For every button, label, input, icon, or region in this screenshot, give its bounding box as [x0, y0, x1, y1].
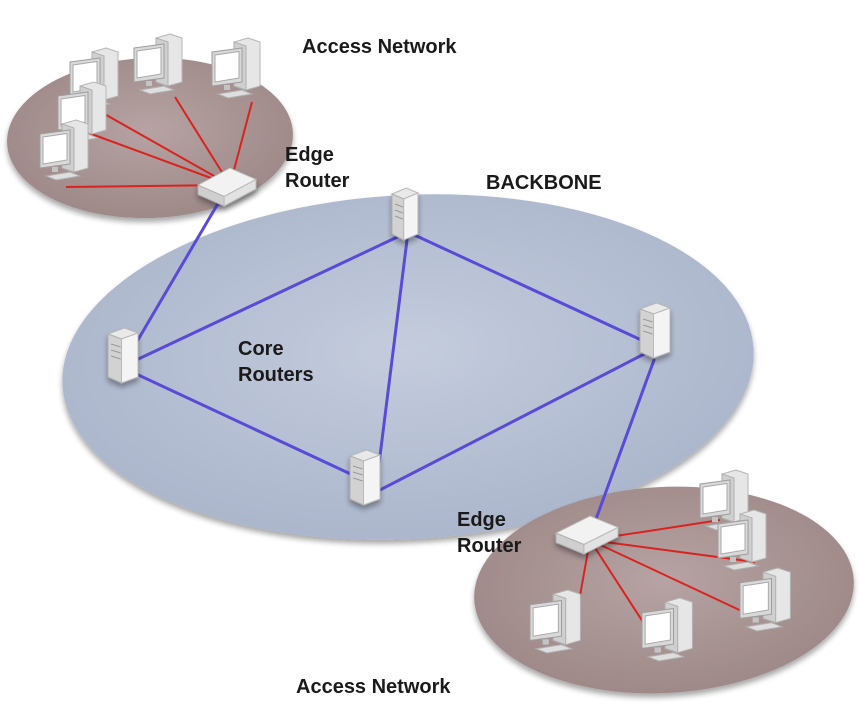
- edge-router-label-bottom: Edge Router: [457, 507, 521, 559]
- core-router-left: [106, 327, 140, 384]
- access-network-label-bottom: Access Network: [296, 676, 451, 698]
- edge-router-label-top-line1: Edge: [285, 144, 334, 166]
- host-bottom-2: [717, 509, 767, 571]
- host-bottom-5: [529, 589, 581, 654]
- host-bottom-4: [641, 597, 693, 662]
- edge-router-bottom: [554, 515, 620, 555]
- host-top-4: [57, 81, 107, 143]
- link-core-bottom-to-core-right: [374, 348, 654, 494]
- core-router-right: [638, 302, 672, 359]
- core-routers-label-line1: Core: [238, 338, 284, 360]
- core-router-top: [390, 187, 420, 241]
- core-routers-label-line2: Routers: [238, 364, 314, 386]
- host-top-2: [133, 33, 183, 95]
- host-top-5: [39, 119, 89, 181]
- edge-router-label-bottom-line2: Router: [457, 535, 522, 557]
- core-router-bottom: [348, 449, 382, 506]
- backbone-links: [130, 198, 656, 532]
- host-top-3: [211, 37, 261, 99]
- core-routers-label: Core Routers: [238, 336, 314, 388]
- host-bottom-3: [739, 567, 791, 632]
- edge-router-label-top: Edge Router: [285, 142, 349, 194]
- devices-layer: [39, 33, 791, 662]
- link-core-left-to-core-bottom: [130, 370, 374, 486]
- link-edge-top-to-core-left: [130, 198, 222, 352]
- link-core-top-to-core-right: [406, 230, 654, 347]
- host-bottom-1: [699, 469, 749, 531]
- edge-router-label-top-line2: Router: [285, 170, 350, 192]
- access-network-label-top: Access Network: [302, 36, 457, 58]
- link-core-right-to-edge-bottom: [590, 358, 656, 532]
- link-core-top-to-core-left: [130, 230, 410, 364]
- edge-router-top: [196, 167, 258, 207]
- backbone-platform: [62, 194, 754, 540]
- link-core-top-to-core-bottom: [376, 230, 410, 474]
- backbone-label: BACKBONE: [486, 172, 602, 194]
- edge-router-label-bottom-line1: Edge: [457, 509, 506, 531]
